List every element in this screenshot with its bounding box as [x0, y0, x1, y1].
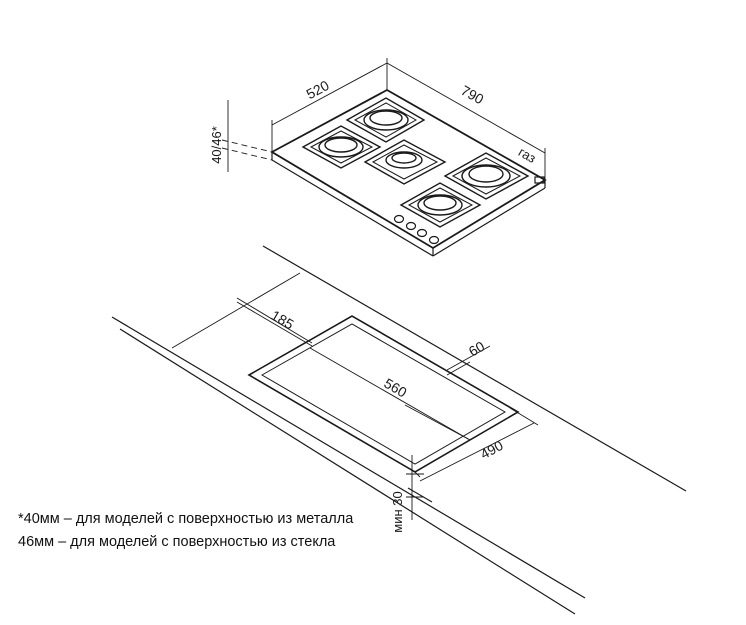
knob [393, 214, 405, 224]
hob-dimension-lines [221, 58, 546, 180]
dim-line-60 [446, 361, 471, 376]
burner-rear [345, 97, 426, 143]
burner-front [399, 182, 482, 228]
control-knobs [393, 214, 440, 245]
cutout-inner [260, 323, 507, 465]
countertop-front-edge-lower [119, 328, 576, 615]
dim-line-560 [309, 347, 471, 441]
dim-line-520 [271, 62, 388, 126]
dim-label-520: 520 [304, 77, 332, 102]
dim-label-min30: мин 30 [390, 491, 405, 532]
countertop-drawing [111, 245, 687, 615]
knob [428, 235, 440, 245]
burner-right [443, 152, 530, 200]
dim-line-185 [236, 301, 313, 347]
hob-drawing [270, 88, 547, 257]
hob-front-edge [271, 159, 434, 257]
burner-center [363, 139, 447, 185]
note-glass: 46мм – для моделей с поверхностью из сте… [18, 534, 336, 550]
dim-line-490 [419, 422, 535, 482]
dim-line-790 [386, 62, 546, 154]
gas-connector-icon [534, 176, 545, 184]
burner-left [301, 125, 382, 169]
countertop-back-edge [262, 245, 687, 492]
dim-label-height: 40/46* [209, 126, 224, 164]
countertop-front-edge [111, 316, 586, 599]
knob [416, 228, 428, 238]
knob [405, 221, 417, 231]
hob-side-edge [432, 187, 546, 257]
dim-label-560: 560 [381, 375, 409, 401]
cutout-outer [247, 315, 520, 473]
dim-label-490: 490 [478, 437, 506, 462]
dim-label-60: 60 [466, 338, 488, 360]
dim-label-790: 790 [458, 82, 486, 107]
dim-label-185: 185 [268, 307, 296, 333]
note-metal: *40мм – для моделей с поверхностью из ме… [18, 511, 354, 527]
